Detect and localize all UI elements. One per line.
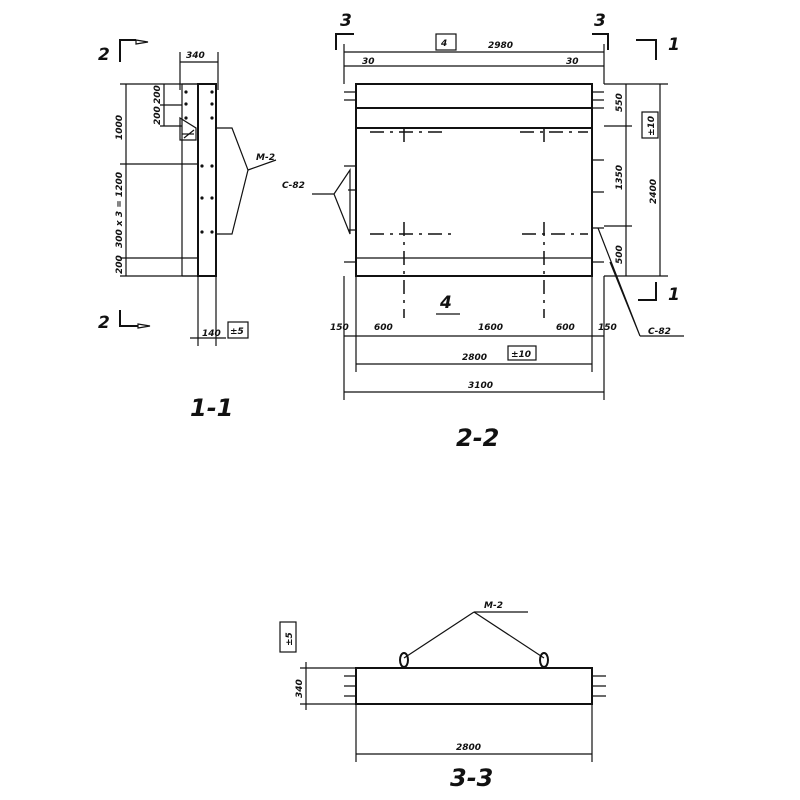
dim-150-right: 150	[598, 323, 617, 333]
dim-150-left: 150	[330, 323, 349, 333]
title-3-3: 3-3	[450, 764, 493, 792]
dim-500: 500	[615, 245, 625, 264]
lifting-loop-left	[399, 652, 409, 668]
title-1-1: 1-1	[190, 394, 233, 422]
label-4-bottom: 4	[439, 293, 452, 313]
section-mark-3-left: 3	[340, 11, 352, 31]
section-mark-1-bottom: 1	[668, 285, 680, 305]
section-cut-arrow-bottom	[119, 310, 138, 327]
dim-30-left: 30	[362, 57, 375, 67]
dim-200-b: 200	[153, 106, 163, 125]
right-stubs	[592, 91, 604, 263]
dim-1000: 1000	[115, 115, 125, 140]
view-2-2: 3 3 1 1 4 2980 30 30	[282, 11, 684, 452]
m2-leader-right	[473, 611, 545, 659]
tol-10-width: ±10	[511, 350, 531, 360]
m2-leader-left	[403, 611, 475, 659]
dim-2400: 2400	[649, 179, 659, 204]
section-mark-2-bottom: 2	[98, 313, 110, 333]
dim-200-a: 200	[153, 85, 163, 104]
dim-1600: 1600	[478, 323, 503, 333]
dim-600-left: 600	[374, 323, 393, 333]
left-stubs	[344, 91, 357, 263]
plan-stubs-left	[344, 675, 356, 697]
dim-2800-plan: 2800	[456, 743, 481, 753]
dim-300x3: 300 x 3 = 1200	[115, 172, 125, 248]
section-mark-3-right: 3	[594, 11, 606, 31]
callout-m2: M-2	[256, 153, 275, 163]
dim-2980: 2980	[488, 41, 513, 51]
view-1-1: 2 2 340 1000 300 x	[98, 39, 277, 422]
panel-plan	[355, 667, 593, 705]
c82-right-leader	[597, 227, 684, 337]
dim-600-right: 600	[556, 323, 575, 333]
lifting-loop-right	[539, 652, 549, 668]
section-mark-2-top: 2	[98, 45, 110, 65]
embedded-dots	[184, 90, 214, 234]
section-cut-arrow-top	[119, 39, 136, 62]
dim-140: 140	[202, 329, 221, 339]
dim-340-plan: 340	[295, 679, 305, 698]
callout-c82-left: C-82	[282, 181, 305, 191]
callout-c82-right: C-82	[648, 327, 671, 337]
panel-section	[197, 83, 217, 277]
view-3-3: M-2 340 ±5 2800 3-3	[279, 601, 606, 792]
dim-2800: 2800	[462, 353, 487, 363]
title-2-2: 2-2	[456, 424, 499, 452]
dim-3100: 3100	[468, 381, 493, 391]
arrow-head-bottom	[137, 323, 151, 329]
tol-10-height: ±10	[647, 116, 657, 136]
section-mark-1-top: 1	[668, 35, 680, 55]
arrow-head-top	[135, 39, 149, 45]
callout-m2-top: M-2	[484, 601, 503, 611]
tol-5-plan: ±5	[285, 632, 295, 646]
dim-200-bottom: 200	[115, 255, 125, 274]
dim-1350: 1350	[615, 165, 625, 190]
lifting-detail	[179, 116, 197, 141]
c82-left-leader	[312, 168, 351, 235]
dim-550: 550	[615, 93, 625, 112]
plan-stubs-right	[592, 675, 606, 697]
m2-leader	[216, 127, 249, 235]
label-4-top: 4	[440, 39, 447, 49]
dim-30-right: 30	[566, 57, 579, 67]
dim-340: 340	[186, 51, 205, 61]
tol-5: ±5	[230, 327, 244, 337]
panel-front	[355, 83, 593, 277]
